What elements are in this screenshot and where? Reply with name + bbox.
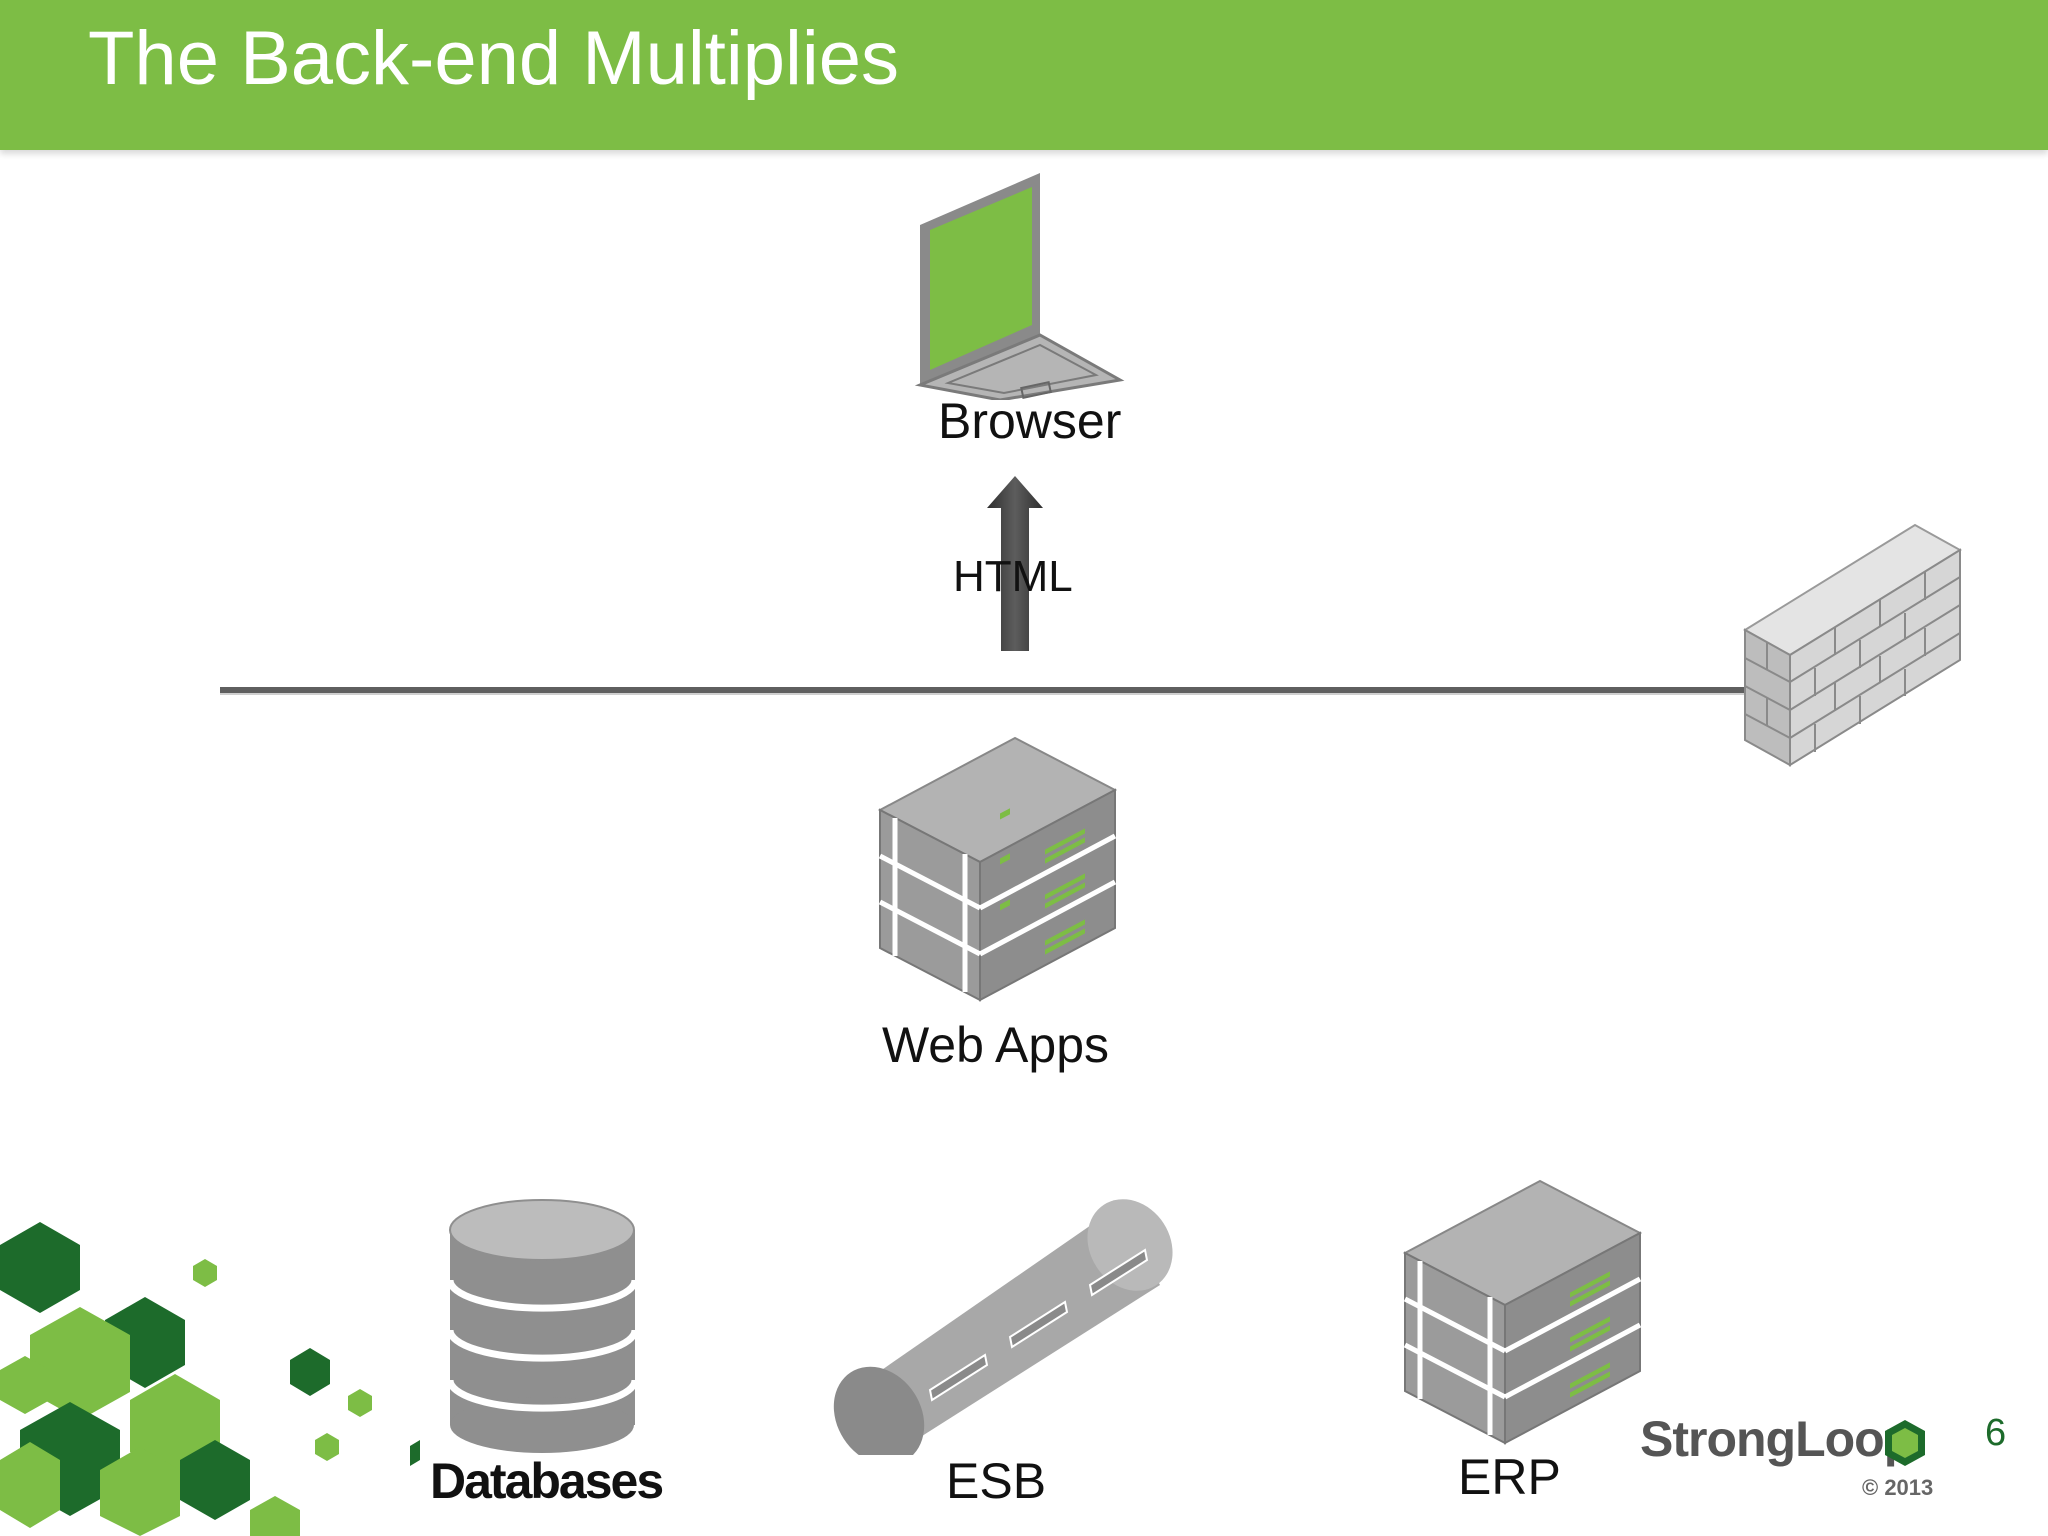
network-line [220,687,1750,695]
erp-label: ERP [1458,1449,1561,1505]
title-bar: The Back-end Multiplies [0,0,2048,150]
databases-label: Databases [430,1453,664,1509]
hexagon-decoration [0,1222,420,1536]
erp-server-icon [1402,1179,1643,1445]
esb-label: ESB [946,1453,1047,1509]
arrow-up-icon [987,476,1043,651]
database-icon [446,1199,639,1453]
copyright-year: © 2013 [1862,1475,1934,1500]
html-label: HTML [953,552,1073,601]
esb-pipe-icon [833,1199,1173,1455]
firewall-icon [1743,523,1962,767]
strongloop-logo-icon [1885,1420,1925,1466]
server-icon [877,736,1118,1002]
slide-title: The Back-end Multiplies [88,16,900,101]
web-apps-label: Web Apps [882,1017,1110,1073]
strongloop-logo-text: StrongLoop [1640,1411,1914,1467]
laptop-icon [914,173,1125,400]
page-number: 6 [1985,1412,2007,1454]
browser-label: Browser [938,393,1122,449]
